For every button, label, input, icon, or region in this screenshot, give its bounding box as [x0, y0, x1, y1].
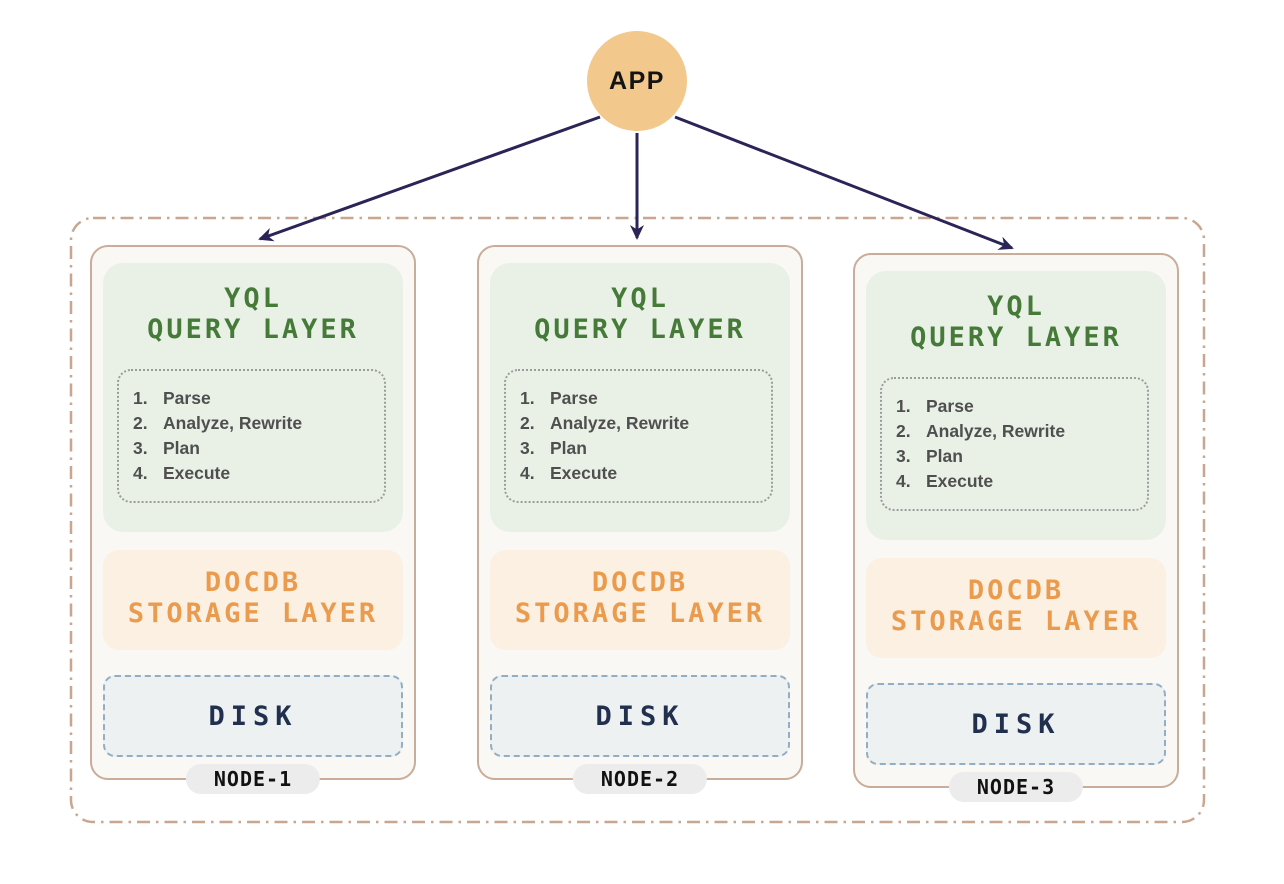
storage-layer-title-line2: STORAGE LAYER	[890, 606, 1142, 637]
query-steps-box: 1. Parse 2. Analyze, Rewrite 3. Plan 4. …	[880, 377, 1149, 511]
step-text: Execute	[550, 463, 618, 483]
step-text: Analyze, Rewrite	[926, 421, 1066, 441]
step-text: Execute	[926, 471, 994, 491]
arrow-app-to-node-1	[258, 115, 601, 242]
storage-layer-section: DOCDB STORAGE LAYER	[866, 558, 1166, 658]
query-layer-title-line2: QUERY LAYER	[534, 314, 746, 345]
query-layer-section: YQL QUERY LAYER 1. Parse 2. Analyze, Rew…	[103, 263, 403, 532]
step-number: 1.	[896, 396, 911, 416]
step-number: 4.	[896, 471, 911, 491]
node-card-1: YQL QUERY LAYER 1. Parse 2. Analyze, Rew…	[90, 245, 416, 794]
storage-layer-title-line1: DOCDB	[204, 567, 302, 598]
disk-label: DISK	[208, 700, 298, 732]
query-layer-title-line2: QUERY LAYER	[147, 314, 359, 345]
query-steps-box: 1. Parse 2. Analyze, Rewrite 3. Plan 4. …	[117, 369, 386, 503]
disk-box: DISK	[866, 683, 1166, 765]
step-item: 3. Plan	[133, 436, 380, 461]
step-item: 2. Analyze, Rewrite	[896, 419, 1143, 444]
step-number: 2.	[896, 421, 911, 441]
step-text: Plan	[550, 438, 587, 458]
step-number: 3.	[896, 446, 911, 466]
step-number: 4.	[520, 463, 535, 483]
step-text: Execute	[163, 463, 231, 483]
query-layer-title: YQL QUERY LAYER	[103, 283, 403, 345]
step-item: 4. Execute	[896, 469, 1143, 494]
step-text: Parse	[550, 388, 598, 408]
step-number: 3.	[520, 438, 535, 458]
query-layer-title-line2: QUERY LAYER	[910, 322, 1122, 353]
storage-layer-title: DOCDB STORAGE LAYER	[490, 567, 790, 629]
query-layer-section: YQL QUERY LAYER 1. Parse 2. Analyze, Rew…	[490, 263, 790, 532]
query-layer-title: YQL QUERY LAYER	[866, 291, 1166, 353]
query-layer-title-line1: YQL	[987, 291, 1045, 322]
disk-box: DISK	[103, 675, 403, 757]
step-item: 4. Execute	[520, 461, 767, 486]
storage-layer-title-line1: DOCDB	[967, 575, 1065, 606]
step-text: Plan	[163, 438, 200, 458]
query-layer-section: YQL QUERY LAYER 1. Parse 2. Analyze, Rew…	[866, 271, 1166, 540]
step-item: 1. Parse	[133, 386, 380, 411]
step-item: 1. Parse	[896, 394, 1143, 419]
step-item: 2. Analyze, Rewrite	[133, 411, 380, 436]
disk-label: DISK	[595, 700, 685, 732]
storage-layer-title-line2: STORAGE LAYER	[127, 598, 379, 629]
arrow-app-to-node-3	[674, 115, 1014, 250]
node-name-pill: NODE-3	[948, 772, 1084, 802]
node-name-pill: NODE-2	[572, 764, 708, 794]
step-number: 2.	[520, 413, 535, 433]
node-name-pill: NODE-1	[185, 764, 321, 794]
step-text: Parse	[926, 396, 974, 416]
step-number: 4.	[133, 463, 148, 483]
node-card-2: YQL QUERY LAYER 1. Parse 2. Analyze, Rew…	[477, 245, 803, 794]
step-item: 1. Parse	[520, 386, 767, 411]
step-number: 2.	[133, 413, 148, 433]
storage-layer-title-line2: STORAGE LAYER	[514, 598, 766, 629]
app-circle: APP	[587, 31, 687, 131]
node-card-3: YQL QUERY LAYER 1. Parse 2. Analyze, Rew…	[853, 253, 1179, 802]
storage-layer-section: DOCDB STORAGE LAYER	[103, 550, 403, 650]
step-text: Analyze, Rewrite	[163, 413, 303, 433]
disk-box: DISK	[490, 675, 790, 757]
query-layer-title-line1: YQL	[611, 283, 669, 314]
step-number: 3.	[133, 438, 148, 458]
step-text: Plan	[926, 446, 963, 466]
step-number: 1.	[133, 388, 148, 408]
step-item: 2. Analyze, Rewrite	[520, 411, 767, 436]
storage-layer-title-line1: DOCDB	[591, 567, 689, 598]
step-item: 3. Plan	[896, 444, 1143, 469]
query-layer-title-line1: YQL	[224, 283, 282, 314]
step-item: 3. Plan	[520, 436, 767, 461]
storage-layer-title: DOCDB STORAGE LAYER	[866, 575, 1166, 637]
step-number: 1.	[520, 388, 535, 408]
disk-label: DISK	[971, 708, 1061, 740]
query-layer-title: YQL QUERY LAYER	[490, 283, 790, 345]
app-label: APP	[609, 66, 665, 95]
step-item: 4. Execute	[133, 461, 380, 486]
storage-layer-section: DOCDB STORAGE LAYER	[490, 550, 790, 650]
storage-layer-title: DOCDB STORAGE LAYER	[103, 567, 403, 629]
step-text: Parse	[163, 388, 211, 408]
step-text: Analyze, Rewrite	[550, 413, 690, 433]
query-steps-box: 1. Parse 2. Analyze, Rewrite 3. Plan 4. …	[504, 369, 773, 503]
